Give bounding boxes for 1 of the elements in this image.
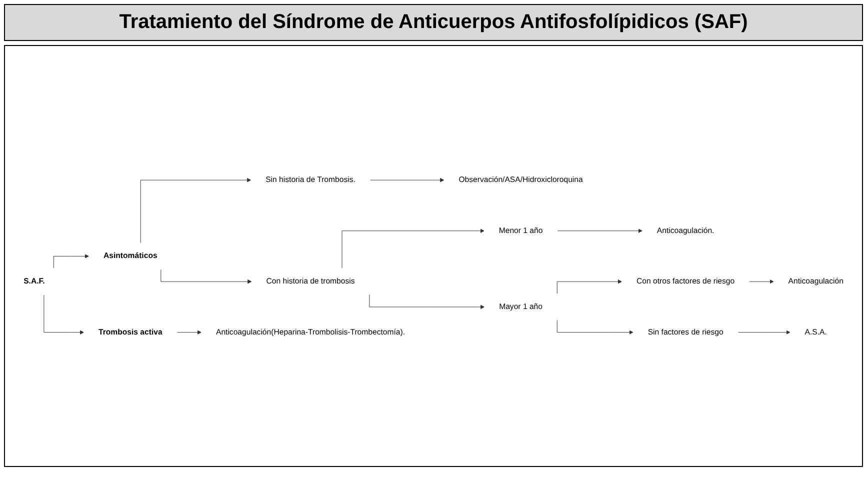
title-banner: Tratamiento del Síndrome de Anticuerpos Antifosfolípidicos (SAF) <box>4 4 863 41</box>
